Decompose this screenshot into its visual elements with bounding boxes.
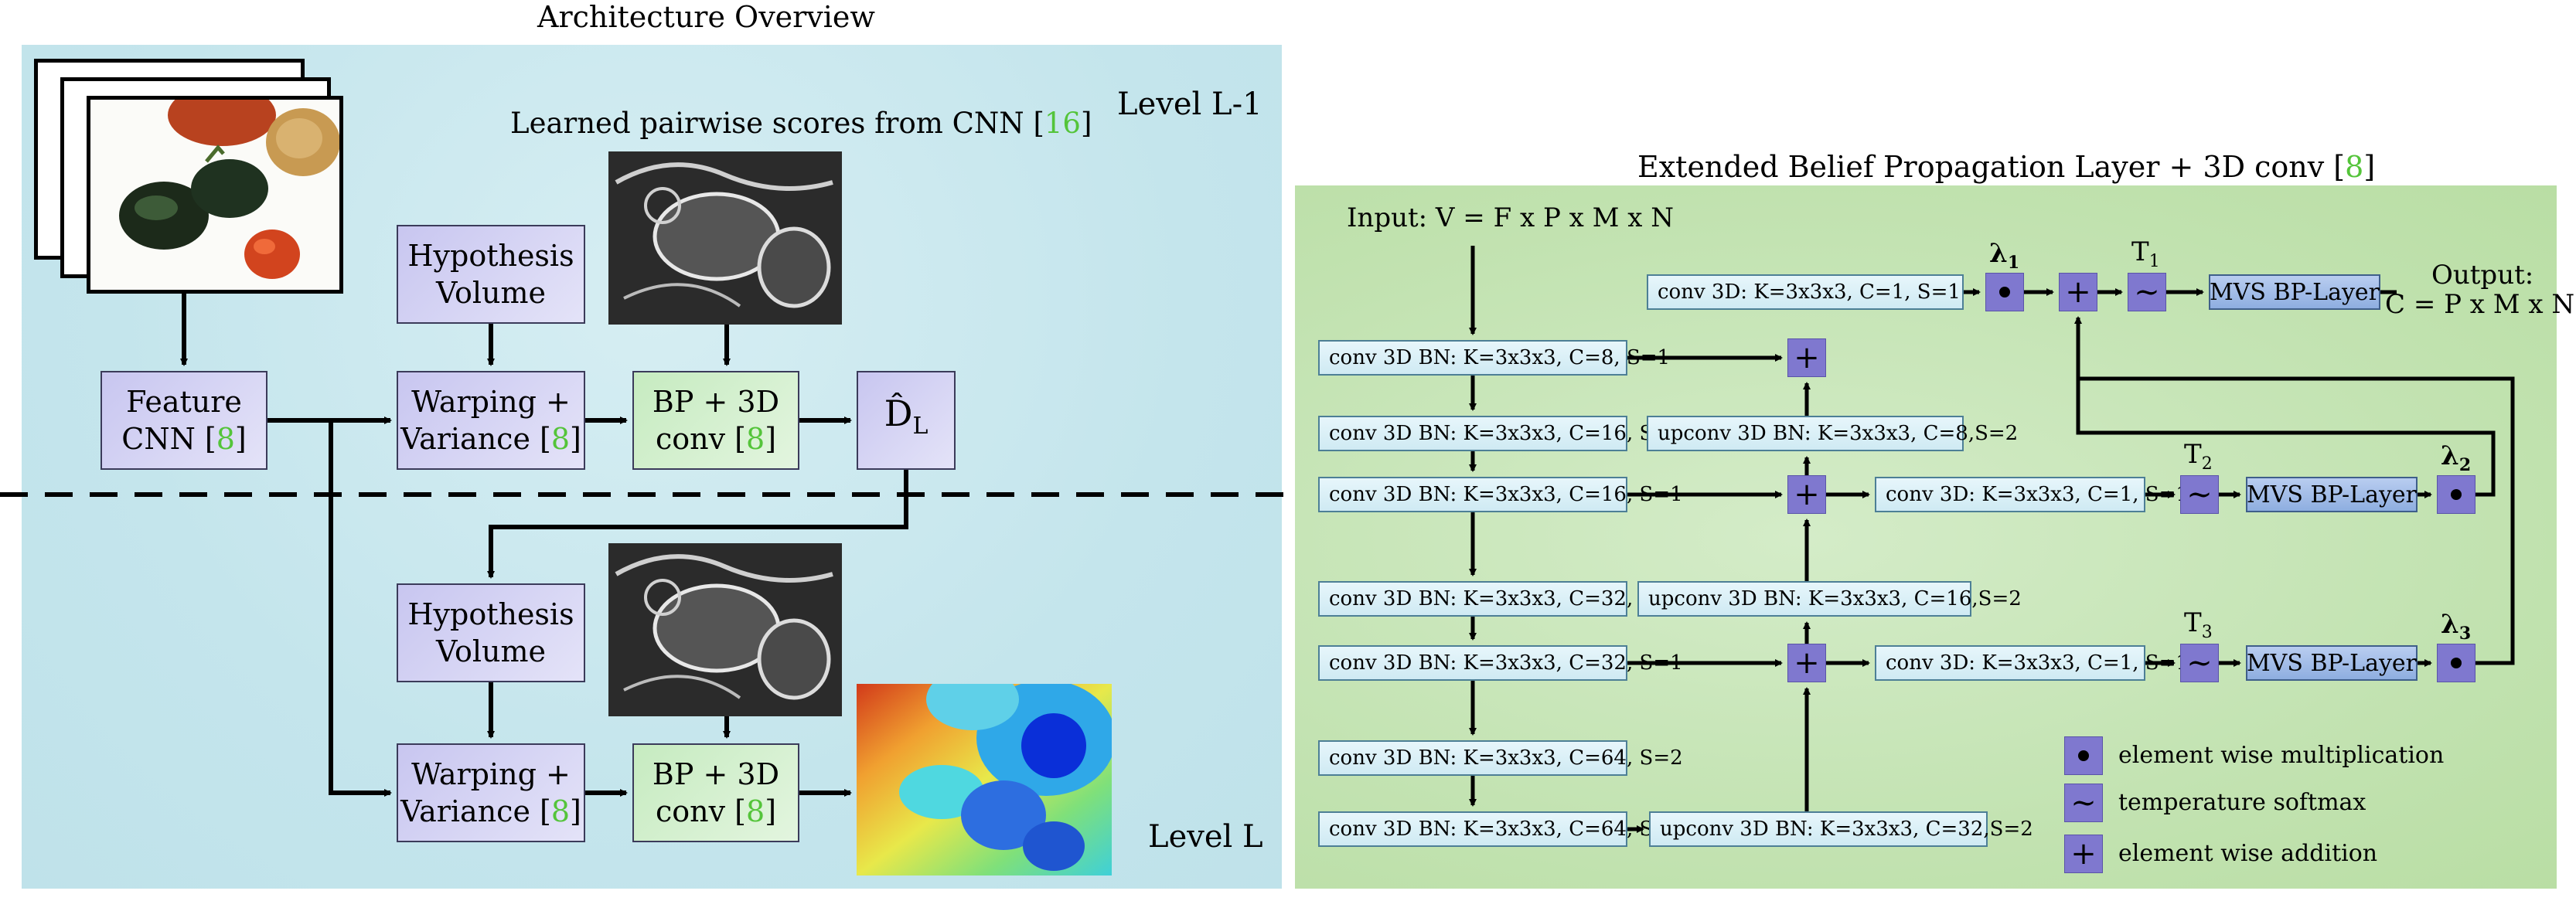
add-operator-final: +: [2059, 273, 2097, 311]
encoder-conv-3: conv 3D BN: K=3x3x3, C=16, S=1: [1318, 477, 1683, 512]
legend-softmax-icon: ~: [2064, 784, 2103, 822]
mvs-bp-layer-2: MVS BP-Layer: [2246, 477, 2418, 512]
output-conv-3: conv 3D: K=3x3x3, C=1, S=1: [1875, 645, 2189, 681]
softmax-operator-3: ~: [2180, 644, 2219, 682]
mvs-bp-layer-3: MVS BP-Layer: [2246, 645, 2418, 681]
output-label-line2: C = P x M x N: [2385, 289, 2575, 320]
level-lower-label: Level L: [1148, 819, 1263, 855]
legend-add-label: element wise addition: [2118, 840, 2378, 867]
pairwise-caption: Learned pairwise scores from CNN [16]: [510, 107, 1092, 140]
bp-3d-conv-box-lower: BP + 3D conv [8]: [632, 743, 799, 842]
lambda-3-label: λ3: [2441, 609, 2472, 644]
temperature-2-label: T2: [2184, 439, 2213, 474]
input-image-front: [87, 96, 343, 294]
level-upper-label: Level L-1: [1117, 87, 1262, 122]
architecture-title: Architecture Overview: [537, 0, 875, 34]
legend-multiply-icon: [2064, 736, 2103, 775]
encoder-conv-7: conv 3D BN: K=3x3x3, C=64, S=1: [1318, 811, 1683, 847]
pairwise-score-image-lower: [608, 543, 842, 716]
multiply-operator-2: [2437, 475, 2475, 514]
encoder-conv-5: conv 3D BN: K=3x3x3, C=32, S=1: [1318, 645, 1683, 681]
feature-cnn-box: Feature CNN [8]: [101, 371, 267, 470]
add-operator-1: +: [1787, 338, 1826, 377]
upconv-1: upconv 3D BN: K=3x3x3, C=8,S=2: [1647, 416, 2018, 451]
input-label: Input: V = F x P x M x N: [1347, 202, 1674, 233]
encoder-conv-6: conv 3D BN: K=3x3x3, C=64, S=2: [1318, 740, 1683, 776]
bp-layer-title: Extended Belief Propagation Layer + 3D c…: [1637, 150, 2376, 184]
warping-variance-box-upper: Warping + Variance [8]: [397, 371, 585, 470]
softmax-operator-2: ~: [2180, 475, 2219, 514]
legend-multiply-label: element wise multiplication: [2118, 742, 2445, 769]
mvs-bp-layer-1: MVS BP-Layer: [2209, 274, 2380, 310]
multiply-operator-3: [2437, 644, 2475, 682]
output-conv-2: conv 3D: K=3x3x3, C=1, S=1: [1875, 477, 2189, 512]
depth-estimate-box: D̂L: [857, 371, 956, 470]
temperature-3-label: T3: [2184, 607, 2213, 642]
legend-add-icon: +: [2064, 835, 2103, 873]
multiply-operator-1: [1985, 273, 2024, 311]
depth-map-output: [857, 684, 1112, 876]
vegetables-photo: [119, 100, 339, 279]
encoder-conv-1: conv 3D BN: K=3x3x3, C=8, S=1: [1318, 340, 1670, 376]
temperature-1-label: T1: [2131, 236, 2160, 271]
upconv-2: upconv 3D BN: K=3x3x3, C=16,S=2: [1637, 581, 2022, 617]
output-label-line1: Output:: [2431, 260, 2534, 291]
hypothesis-volume-box-lower: Hypothesis Volume: [397, 583, 585, 682]
pairwise-score-image-upper: [608, 151, 842, 325]
lambda-2-label: λ2: [2441, 440, 2472, 475]
warping-variance-box-lower: Warping + Variance [8]: [397, 743, 585, 842]
encoder-conv-2: conv 3D BN: K=3x3x3, C=16, S=2: [1318, 416, 1683, 451]
upconv-3: upconv 3D BN: K=3x3x3, C=32,S=2: [1649, 811, 2033, 847]
add-operator-2: +: [1787, 475, 1826, 514]
hypothesis-volume-box-upper: Hypothesis Volume: [397, 225, 585, 324]
lambda-1-label: λ1: [1989, 238, 2020, 273]
output-conv-1: conv 3D: K=3x3x3, C=1, S=1: [1647, 274, 1964, 310]
bp-3d-conv-box-upper: BP + 3D conv [8]: [632, 371, 799, 470]
add-operator-3: +: [1787, 644, 1826, 682]
legend-softmax-label: temperature softmax: [2118, 789, 2366, 816]
softmax-operator-1: ~: [2128, 273, 2166, 311]
encoder-conv-4: conv 3D BN: K=3x3x3, C=32, S=2: [1318, 581, 1683, 617]
